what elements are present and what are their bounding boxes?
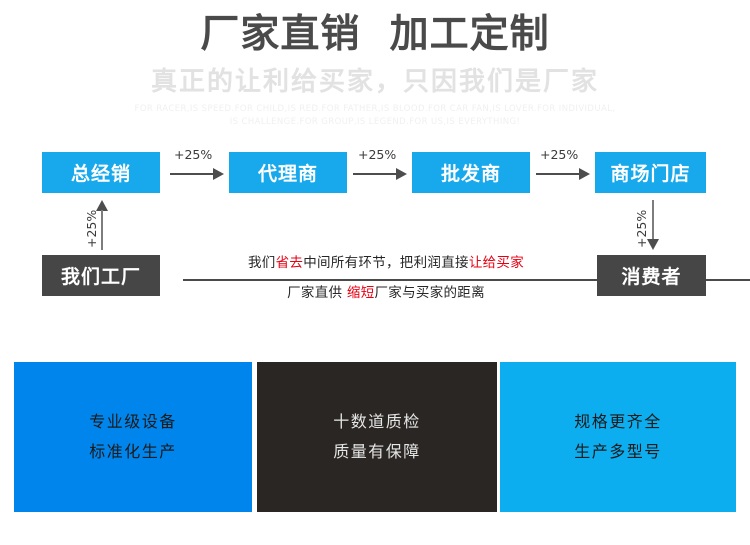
arrow-up-icon [96,200,108,250]
feature-panel-equipment: 专业级设备 标准化生产 [14,362,252,512]
feature-line-1: 规格更齐全 [574,412,662,431]
flow-node-label: 总经销 [70,163,131,185]
direct-text-part-1: 我们 [247,255,276,271]
markup-label-distributor-to-agent: +25% [174,147,213,162]
arrow-right-icon [170,168,224,180]
feature-panel-specs: 规格更齐全 生产多型号 [500,362,736,512]
feature-panel-quality: 十数道质检 质量有保障 [257,362,497,512]
english-tagline-line-2: IS CHALLENGE.FOR GROUP,IS LEGEND.FOR US,… [229,117,521,127]
arrow-right-icon [536,168,590,180]
direct-supply-text-top: 我们省去中间所有环节，把利润直接让给买家 [176,251,596,271]
flow-node-wholesaler: 批发商 [412,152,530,193]
flow-node-label: 我们工厂 [60,266,141,288]
direct-text-part-2: 厂家与买家的距离 [374,285,485,301]
direct-text-part-2: 中间所有环节，把利润直接 [303,255,469,271]
feature-line-2: 质量有保障 [333,442,421,461]
direct-text-highlight-2: 让给买家 [468,255,525,271]
direct-text-part-1: 厂家直供 [287,285,347,301]
flow-node-label: 批发商 [440,163,501,185]
page-title: 厂家直销 加工定制 [200,12,550,57]
markup-label-wholesaler-to-store: +25% [540,147,579,162]
arrow-right-icon [353,168,407,180]
feature-line-1: 十数道质检 [333,412,421,431]
page-subtitle: 真正的让利给买家，只因我们是厂家 [150,67,599,97]
flow-node-distributor: 总经销 [42,152,160,193]
feature-line-2: 生产多型号 [574,442,662,461]
flow-node-consumer: 消费者 [597,255,706,296]
flow-node-our-factory: 我们工厂 [42,255,160,296]
flow-node-retail-store: 商场门店 [595,152,706,193]
markup-label-agent-to-wholesaler: +25% [358,147,397,162]
feature-line-1: 专业级设备 [89,412,177,431]
markup-label-store-to-consumer: +25% [634,209,649,248]
direct-text-highlight-1: 省去 [275,255,304,271]
english-tagline-line-1: FOR RACER,IS SPEED.FOR CHILD,IS RED.FOR … [134,104,616,114]
flow-node-label: 代理商 [257,163,318,185]
direct-supply-arrow-icon [183,274,750,286]
direct-text-highlight-1: 缩短 [346,285,375,301]
markup-label-factory-to-distributor: +25% [84,209,99,248]
flow-node-label: 商场门店 [610,163,691,185]
feature-line-2: 标准化生产 [89,442,177,461]
arrow-down-icon [647,200,659,250]
flow-node-label: 消费者 [621,266,682,288]
direct-supply-text-bottom: 厂家直供 缩短厂家与买家的距离 [176,281,596,301]
flow-node-agent: 代理商 [229,152,347,193]
